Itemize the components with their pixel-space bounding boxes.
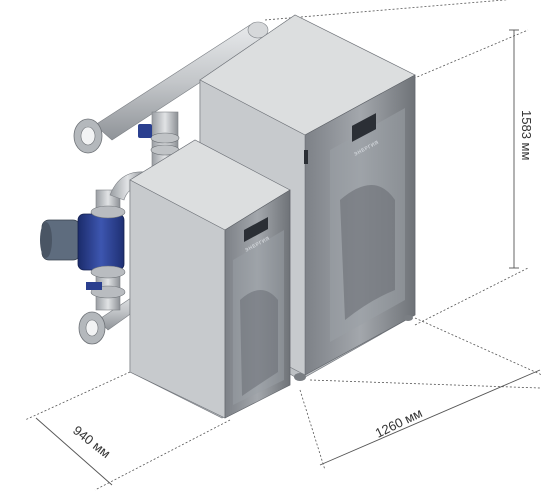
dimension-guides xyxy=(24,0,543,491)
upper-pipe xyxy=(73,21,269,173)
small-unit: ЭНЕРГИЯ xyxy=(129,139,291,419)
dimension-lines xyxy=(35,29,541,486)
depth-dimension-label: 940 мм xyxy=(70,423,113,461)
height-dimension-label: 1583 мм xyxy=(519,110,534,160)
pump-assembly xyxy=(40,171,151,345)
